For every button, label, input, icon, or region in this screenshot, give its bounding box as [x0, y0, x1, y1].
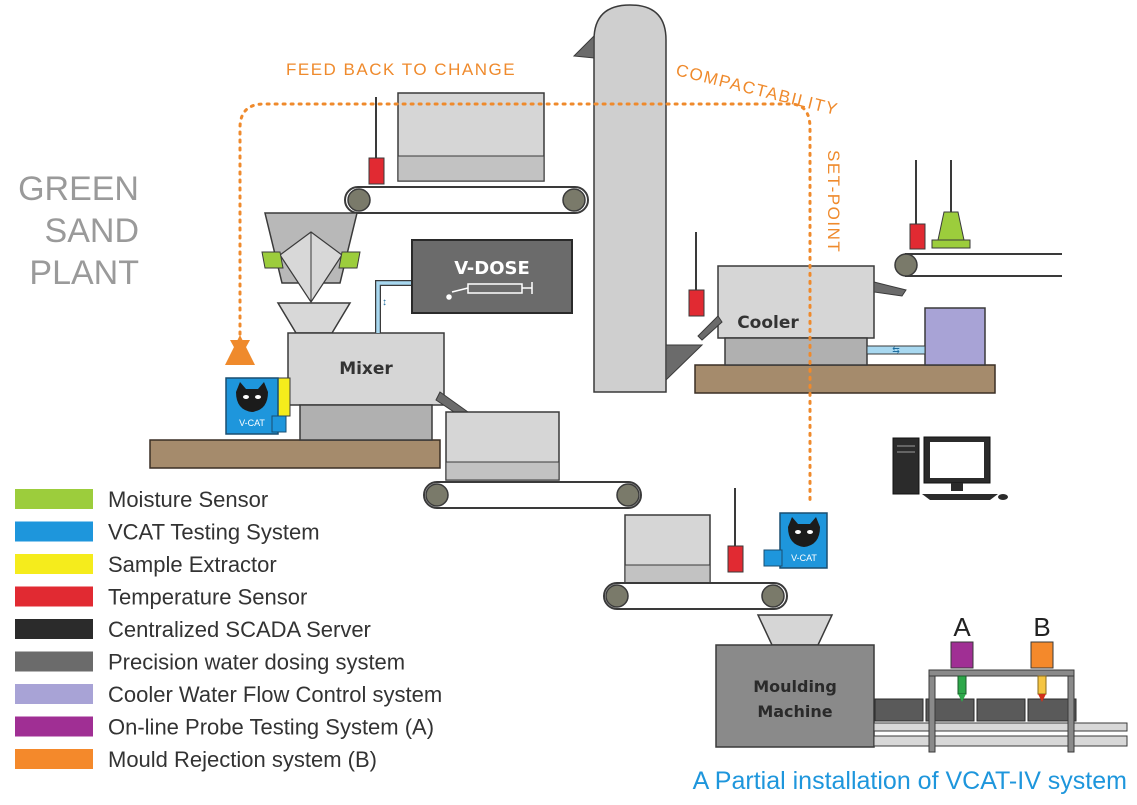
cat-logo-icon — [788, 517, 820, 547]
legend-label: VCAT Testing System — [108, 520, 320, 545]
legend-swatch — [15, 489, 93, 509]
elevator-top-chute — [572, 34, 595, 59]
syringe-icon — [446, 282, 533, 300]
roller — [562, 188, 586, 212]
bucket-elevator — [593, 4, 667, 393]
roller — [605, 584, 629, 608]
temperature-sensor-top — [368, 157, 385, 185]
mould-box — [874, 698, 924, 722]
legend-label: Mould Rejection system (B) — [108, 747, 377, 772]
mixer-floor — [149, 439, 441, 469]
cooler-outlet-chute — [873, 281, 907, 297]
cooler-water-pipe — [866, 345, 926, 355]
vdose-label: V-DOSE — [454, 258, 530, 279]
legend-swatch — [15, 554, 93, 574]
legend-swatch — [15, 749, 93, 769]
roller — [347, 188, 371, 212]
caption: A Partial installation of VCAT-IV system — [693, 767, 1127, 795]
top-conveyor-belt — [344, 186, 589, 214]
cat-logo-icon — [236, 382, 268, 412]
vdose-unit — [411, 239, 573, 314]
lower-conveyor-belt — [603, 582, 788, 610]
temperature-sensor-exit — [909, 223, 926, 250]
svg-text:↕: ↕ — [382, 297, 387, 308]
feedback-dashed-line — [225, 102, 812, 502]
svg-text:⇆: ⇆ — [892, 345, 900, 355]
legend-swatch — [15, 684, 93, 704]
probe-a-unit — [950, 641, 974, 669]
plant-title-line-3: PLANT — [29, 254, 139, 292]
moulding-label-1: Moulding — [753, 677, 837, 696]
cooler-label: Cooler — [737, 313, 799, 333]
temperature-sensor-lower — [727, 545, 744, 573]
scada-computer-icon — [892, 436, 1008, 500]
legend-swatch — [15, 651, 93, 672]
temperature-sensor-cooler — [688, 289, 705, 317]
mould-box — [925, 698, 975, 722]
legend-label: Centralized SCADA Server — [108, 617, 371, 642]
legend-label: Moisture Sensor — [108, 487, 268, 512]
roller — [894, 253, 918, 277]
moisture-sensor-left — [261, 251, 284, 269]
legend-swatch — [15, 716, 93, 737]
plant-title-line-1: GREEN — [18, 170, 139, 208]
middle-conveyor-belt — [423, 481, 642, 509]
water-pipe — [375, 280, 412, 333]
feedback-text-2: COMPACTABILITY — [674, 60, 840, 119]
moulding-feed-funnel — [756, 614, 834, 646]
roller — [761, 584, 785, 608]
moulding-label-2: Machine — [757, 702, 832, 721]
mould-line-track — [873, 722, 1128, 732]
mould-box — [1027, 698, 1077, 722]
gantry-frame — [928, 669, 936, 753]
feedback-text-3: SET-POINT — [824, 150, 843, 253]
cooler-water-flow-control — [924, 307, 986, 366]
legend-label: Sample Extractor — [108, 552, 277, 577]
legend-label: Precision water dosing system — [108, 650, 405, 675]
roller — [616, 483, 640, 507]
mixer-label: Mixer — [339, 359, 393, 379]
legend-label: Cooler Water Flow Control system — [108, 682, 442, 707]
plant-title-line-2: SAND — [45, 212, 139, 250]
legend-swatch — [15, 619, 93, 639]
cooler-floor — [694, 364, 996, 394]
roller — [425, 483, 449, 507]
cooler-inlet-chute — [697, 315, 723, 341]
legend-swatch — [15, 521, 93, 542]
mixer-inlet — [276, 302, 352, 334]
vcat-badge-mixer: V-CAT — [239, 418, 265, 428]
moisture-sensor-exit — [937, 211, 965, 241]
cooler — [717, 265, 875, 339]
moisture-sensor-right — [338, 251, 361, 269]
moulding-machine — [715, 644, 875, 748]
legend-label: On-line Probe Testing System (A) — [108, 715, 434, 740]
feedback-text-1: FEED BACK TO CHANGE — [286, 60, 516, 79]
feedback-arrowhead — [230, 340, 250, 358]
elevator-bottom-chute — [665, 344, 704, 382]
vcat-badge-lower: V-CAT — [791, 553, 817, 563]
mixer — [287, 332, 445, 406]
probe-b-label: B — [1033, 612, 1050, 642]
probe-a-label: A — [953, 612, 971, 642]
legend-label: Temperature Sensor — [108, 585, 307, 610]
mould-box — [976, 698, 1026, 722]
legend-swatch — [15, 586, 93, 607]
probe-b-unit — [1030, 641, 1054, 669]
